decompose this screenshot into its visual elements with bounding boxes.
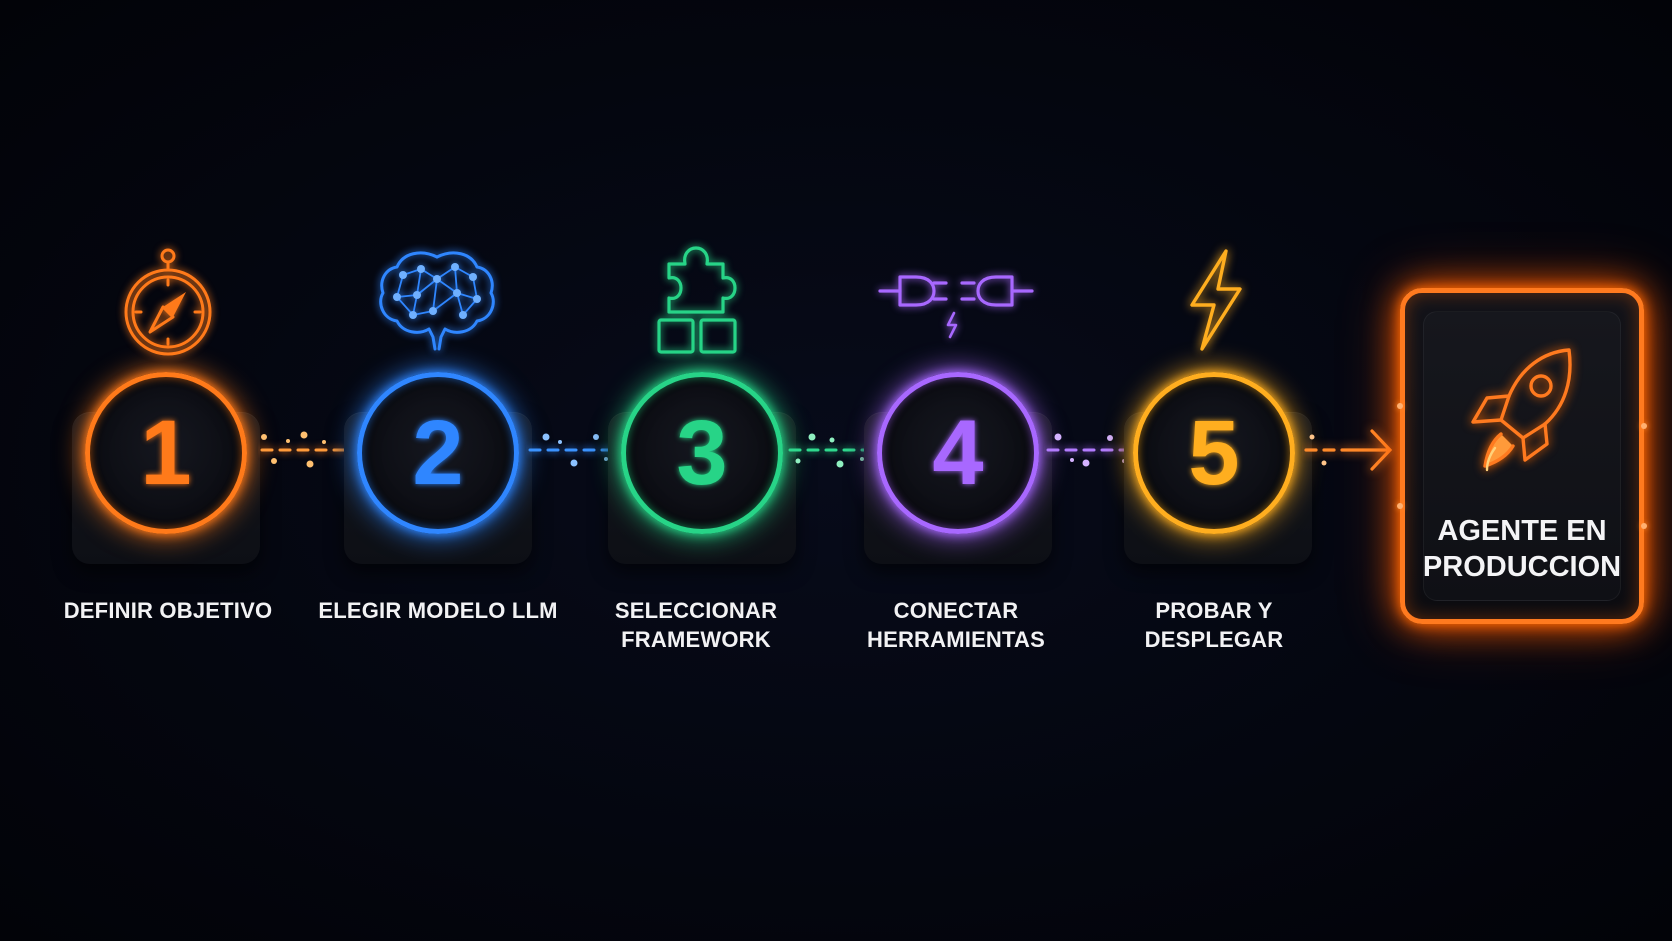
step-label: DEFINIR OBJETIVO [63, 598, 273, 623]
step-number: 5 [1188, 402, 1240, 504]
puzzle-blocks-icon [566, 235, 826, 365]
step-label: ELEGIR MODELO LLM [318, 598, 558, 623]
step-3: 3 SELECCIONAR FRAMEWORK [566, 0, 826, 941]
step-ring: 4 [877, 372, 1039, 534]
glow-dot [1641, 423, 1647, 429]
step-ring: 1 [85, 372, 247, 534]
glow-dot [1641, 523, 1647, 529]
step-1: 1 DEFINIR OBJETIVO [38, 0, 298, 941]
connector-arrow [528, 433, 614, 467]
step-number: 4 [932, 402, 984, 504]
step-label: CONECTAR HERRAMIENTAS [867, 598, 1045, 652]
connector-arrow [1304, 429, 1393, 471]
glow-dot [1397, 503, 1403, 509]
step-number: 2 [412, 402, 464, 504]
step-2: 2 ELEGIR MODELO LLM [308, 0, 568, 941]
final-stage-inner [1423, 311, 1621, 601]
connector-arrow [260, 431, 346, 468]
step-ring: 3 [621, 372, 783, 534]
step-ring: 5 [1133, 372, 1295, 534]
brain-network-icon [308, 235, 568, 365]
step-label: PROBAR Y DESPLEGAR [1144, 598, 1284, 652]
step-label: SELECCIONAR FRAMEWORK [614, 598, 778, 652]
compass-icon [38, 235, 298, 365]
step-5: 5 PROBAR Y DESPLEGAR [1084, 0, 1344, 941]
step-4: 4 CONECTAR HERRAMIENTAS [826, 0, 1086, 941]
plug-connect-icon [826, 235, 1086, 365]
glow-dot [1397, 403, 1403, 409]
rocket-icon [1457, 338, 1587, 498]
step-number: 3 [676, 402, 728, 504]
final-stage-card: AGENTE EN PRODUCCION [1397, 288, 1647, 624]
step-ring: 2 [357, 372, 519, 534]
step-number: 1 [140, 402, 192, 504]
final-stage-label: AGENTE EN PRODUCCION [1422, 515, 1622, 583]
lightning-bolt-icon [1084, 235, 1344, 365]
